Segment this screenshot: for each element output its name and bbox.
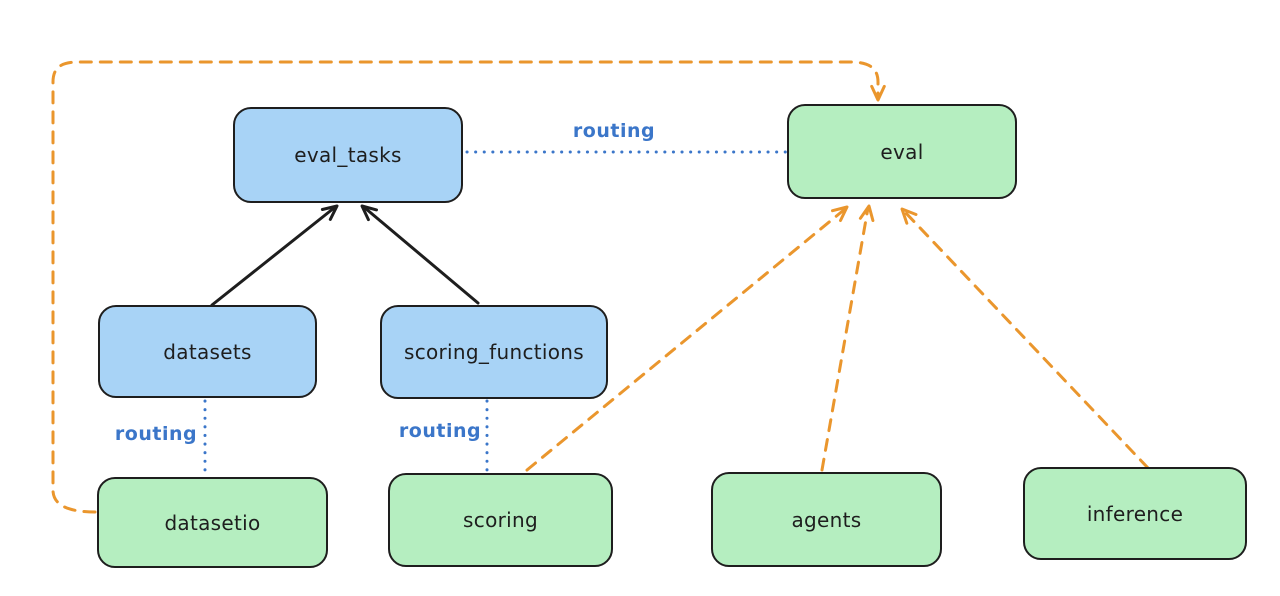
arrow-agents-to-eval: [820, 206, 870, 472]
node-eval_tasks: eval_tasks: [233, 107, 463, 203]
arrowhead-datasets-to-eval_tasks: [320, 204, 339, 221]
edge-label-routing-eval_tasks-eval: routing: [572, 120, 656, 142]
arrow-datasetio-to-eval-loop: [51, 60, 880, 514]
arrowhead-inference-to-eval: [900, 207, 918, 225]
node-datasets: datasets: [98, 305, 317, 398]
node-scoring: scoring: [388, 473, 613, 567]
node-eval-label: eval: [880, 139, 924, 164]
edge-label-routing-scoring_functions-scoring: routing: [398, 420, 482, 442]
node-scoring_functions-label: scoring_functions: [403, 340, 585, 364]
node-scoring-label: scoring: [463, 508, 538, 532]
node-eval_tasks-label: eval_tasks: [294, 143, 402, 167]
node-scoring_functions: scoring_functions: [380, 305, 608, 399]
edge-label-routing-datasets-datasetio: routing: [114, 423, 198, 445]
node-agents: agents: [711, 472, 942, 567]
arrowhead-scoring_functions-to-eval_tasks: [360, 204, 378, 222]
arrowhead-datasetio-to-eval-loop: [870, 84, 886, 102]
node-datasetio-label: datasetio: [164, 510, 261, 535]
arrow-inference-to-eval: [902, 209, 1150, 470]
arrow-scoring_functions-to-eval_tasks: [363, 206, 480, 305]
arrow-datasets-to-eval_tasks: [210, 206, 336, 307]
node-datasetio: datasetio: [97, 477, 328, 568]
arrow-scoring-to-eval: [525, 207, 847, 472]
arrowhead-scoring-to-eval: [831, 205, 849, 222]
node-eval: eval: [787, 104, 1017, 199]
node-inference-label: inference: [1086, 501, 1184, 526]
arrowhead-agents-to-eval: [858, 204, 875, 222]
node-agents-label: agents: [791, 507, 862, 532]
node-inference: inference: [1023, 467, 1247, 560]
node-datasets-label: datasets: [163, 339, 252, 364]
